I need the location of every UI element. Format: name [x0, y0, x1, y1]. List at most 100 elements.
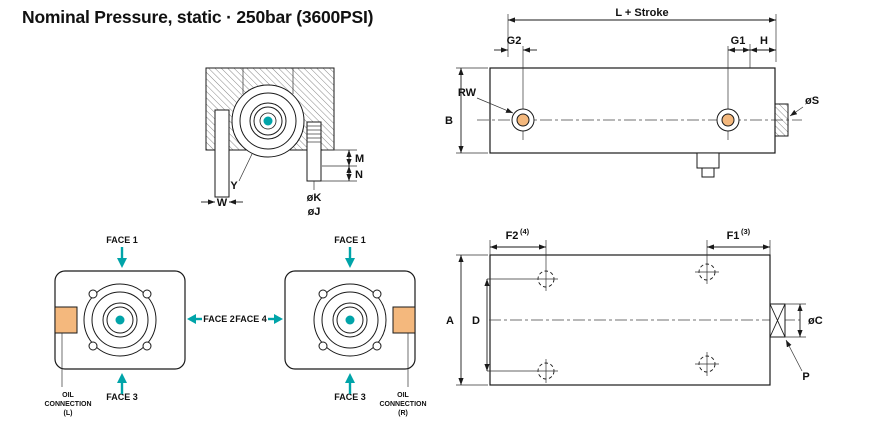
- oil-left-line2: CONNECTION: [44, 401, 91, 408]
- flange-ring: [249, 102, 287, 140]
- left-stud: [214, 109, 230, 198]
- dim-g2: G2: [494, 35, 537, 53]
- bolt-hole: [88, 289, 98, 299]
- face3-right-arrow: [345, 373, 355, 383]
- label-oj: øJ: [308, 206, 321, 218]
- flange-ring: [336, 306, 364, 334]
- bottom-tab: [696, 152, 720, 178]
- label-face1-left: FACE 1: [106, 235, 138, 245]
- label-l-stroke: L + Stroke: [615, 7, 668, 19]
- label-face1-right: FACE 1: [334, 235, 366, 245]
- flange-ring: [106, 306, 134, 334]
- label-p-group: P: [785, 339, 810, 383]
- flange-ring: [313, 283, 387, 357]
- label-face3-right: FACE 3: [334, 392, 366, 402]
- label-g2: G2: [507, 35, 522, 47]
- center-dot-right-flange: [345, 315, 355, 325]
- right-stud: [306, 121, 322, 182]
- face2-indicator: FACE 2: [187, 314, 235, 324]
- face1-right-arrow: [345, 258, 355, 268]
- label-g1: G1: [731, 35, 746, 47]
- port-right-top-view: [716, 46, 740, 140]
- label-f1: F1: [727, 230, 740, 242]
- label-ok-oj-group: øK øJ: [307, 181, 322, 218]
- side-view-top: L + Stroke G2 G1 H RW B øS: [445, 7, 819, 178]
- label-y-group: Y: [230, 153, 253, 192]
- bolt-hole: [142, 341, 152, 351]
- oil-right-line2: CONNECTION: [379, 401, 426, 408]
- bolt-hole: [88, 341, 98, 351]
- flange-ring: [321, 291, 379, 349]
- oil-connection-right-label: OIL CONNECTION (R): [379, 392, 426, 417]
- flange-ring: [83, 283, 157, 357]
- port-boss-bottom: [769, 303, 786, 338]
- page-title: Nominal Pressure, static · 250bar (3600P…: [22, 7, 373, 27]
- center-dot-left-flange: [115, 315, 125, 325]
- bolt-hole: [372, 341, 382, 351]
- label-f1-sup: (3): [741, 227, 751, 236]
- mount-hole-bottom-left: [534, 359, 558, 383]
- flange-ring: [253, 106, 283, 136]
- label-oc: øC: [808, 315, 823, 327]
- label-ok: øK: [307, 192, 322, 204]
- face4-arrow: [274, 314, 283, 324]
- dim-a: A: [446, 254, 488, 386]
- port-left-orange: [516, 113, 530, 127]
- dim-oc: øC: [785, 303, 823, 338]
- dim-m-n: M N: [321, 149, 364, 182]
- dim-b: B: [445, 67, 488, 154]
- label-a: A: [446, 315, 454, 327]
- mount-hole-top-left: [534, 267, 558, 291]
- dim-d: D: [472, 278, 534, 372]
- label-face4: FACE 4: [235, 314, 267, 324]
- bolt-hole: [318, 341, 328, 351]
- oil-port-right: [392, 306, 416, 334]
- side-view-bottom: F2 (4) F1 (3) A D: [446, 227, 823, 386]
- dim-g1: G1: [728, 35, 751, 68]
- face1-left-indicator: FACE 1: [106, 235, 138, 268]
- oil-right-line3: (R): [398, 410, 408, 417]
- face1-right-indicator: FACE 1: [334, 235, 366, 268]
- label-f2-sup: (4): [520, 227, 530, 236]
- face1-left-arrow: [117, 258, 127, 268]
- face3-left-indicator: FACE 3: [106, 373, 138, 402]
- mount-hole-bottom-right: [695, 352, 719, 376]
- port-left-top-view: [511, 46, 535, 140]
- oil-port-left: [54, 306, 78, 334]
- flange-ring: [239, 92, 297, 150]
- flange-ring: [91, 291, 149, 349]
- flange-right: [284, 270, 416, 387]
- face-views: FACE 1 FACE 3 FACE 1 FACE 3 FACE 2 FACE …: [44, 235, 426, 417]
- face4-indicator: FACE 4: [235, 314, 283, 324]
- label-m: M: [355, 153, 364, 165]
- label-os-group: øS: [789, 95, 819, 117]
- label-w: W: [217, 197, 228, 209]
- label-face2: FACE 2: [203, 314, 235, 324]
- bolt-hole: [318, 289, 328, 299]
- oil-left-line1: OIL: [62, 392, 74, 399]
- flange-left: [54, 270, 186, 387]
- label-h: H: [760, 35, 768, 47]
- label-os: øS: [805, 95, 819, 107]
- dim-h: H: [750, 35, 776, 53]
- bolt-hole: [142, 289, 152, 299]
- dim-f1: F1 (3): [706, 227, 771, 260]
- label-n: N: [355, 169, 363, 181]
- label-face3-left: FACE 3: [106, 392, 138, 402]
- center-port-dot: [263, 116, 273, 126]
- oil-left-line3: (L): [64, 410, 73, 417]
- oil-connection-left-label: OIL CONNECTION (L): [44, 392, 91, 417]
- dim-f2: F2 (4): [489, 227, 547, 267]
- oil-right-line1: OIL: [397, 392, 409, 399]
- label-d: D: [472, 315, 480, 327]
- dim-w: W: [201, 197, 243, 209]
- flange-ring: [259, 112, 277, 130]
- port-right-orange: [721, 113, 735, 127]
- dim-l-stroke: L + Stroke: [507, 7, 777, 62]
- flange-ring: [332, 302, 368, 338]
- label-y: Y: [230, 180, 238, 192]
- rod-end-boss: [774, 103, 789, 137]
- bolt-hole: [372, 289, 382, 299]
